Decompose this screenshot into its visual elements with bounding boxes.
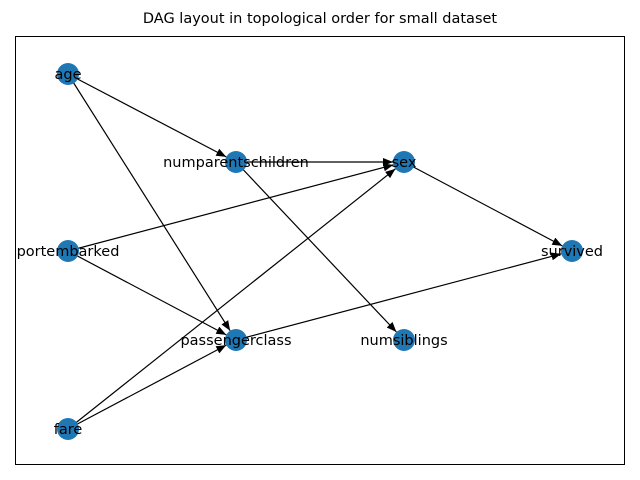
node-label-survived: survived (541, 244, 603, 260)
node-label-sex: sex (392, 155, 417, 171)
node-label-age: age (54, 67, 81, 83)
node-label-numsiblings: numsiblings (360, 333, 447, 349)
node-numsiblings (393, 329, 415, 351)
edge-numparentschildren-to-numsiblings (235, 161, 397, 333)
edge-passengerclass-to-survived (235, 252, 562, 341)
plot-frame (15, 36, 625, 465)
edge-sex-to-survived (403, 161, 563, 247)
edge-age-to-numparentschildren (67, 73, 227, 158)
node-label-numparentschildren: numparentschildren (163, 155, 309, 171)
node-label-portembarked: portembarked (17, 244, 120, 260)
edge-fare-to-passengerclass (67, 344, 227, 430)
edges-layer (67, 73, 563, 430)
node-fare (57, 418, 79, 440)
edge-portembarked-to-sex (67, 163, 394, 252)
edge-fare-to-sex (67, 168, 396, 430)
nodes-layer (57, 63, 583, 440)
node-label-passengerclass: passengerclass (180, 333, 291, 349)
node-portembarked (57, 240, 79, 262)
node-label-fare: fare (54, 422, 83, 438)
node-survived (561, 240, 583, 262)
diagram-title: DAG layout in topological order for smal… (142, 11, 498, 27)
node-sex (393, 151, 415, 173)
edge-age-to-passengerclass (67, 73, 231, 332)
node-passengerclass (225, 329, 247, 351)
labels-layer: age portembarked fare numparentschildren pas… (17, 67, 603, 438)
node-age (57, 63, 79, 85)
edge-portembarked-to-passengerclass (67, 250, 227, 336)
node-numparentschildren (225, 151, 247, 173)
